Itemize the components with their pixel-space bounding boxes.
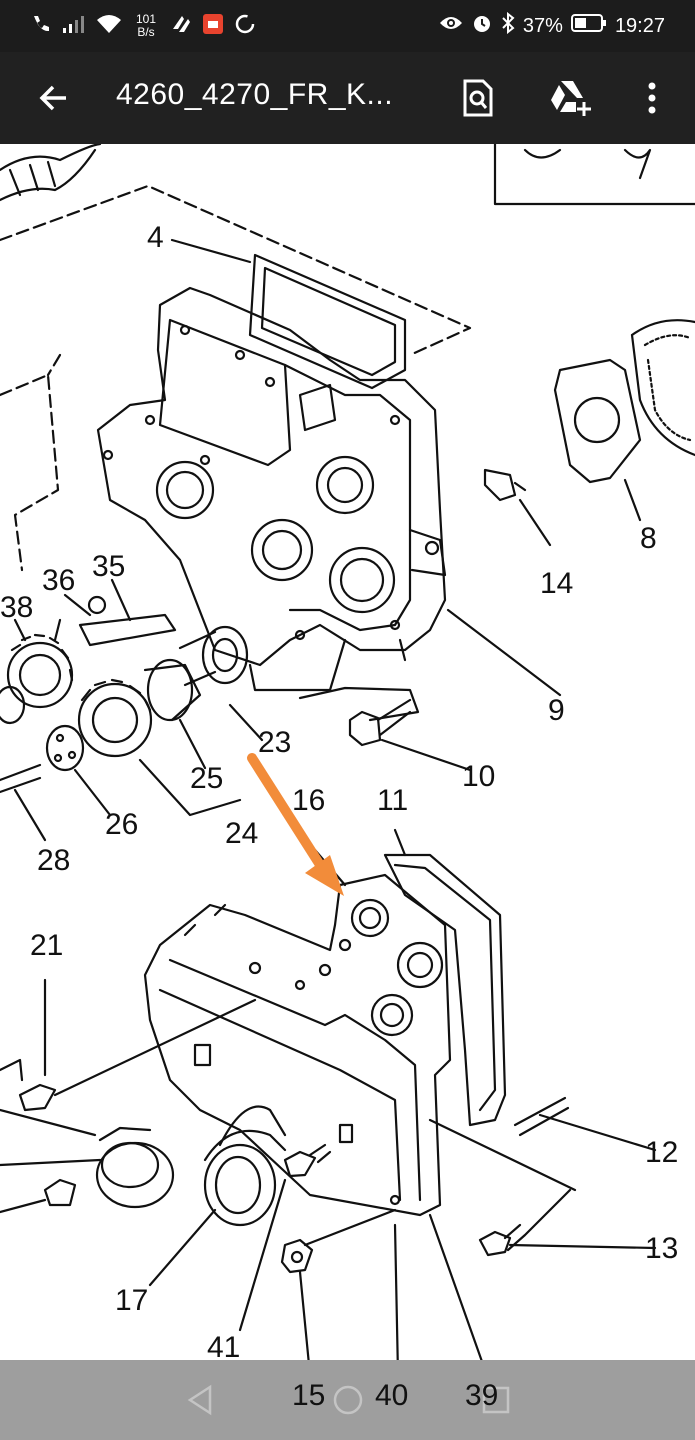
- data-saver-icon: [170, 13, 192, 40]
- callout-label: 25: [190, 762, 223, 795]
- network-speed-value: 101: [135, 12, 157, 26]
- callout-label: 12: [645, 1136, 678, 1169]
- search-document-button[interactable]: [448, 68, 508, 128]
- bluetooth-icon: [501, 11, 515, 40]
- callout-label: 9: [548, 694, 565, 727]
- callout-label: 28: [37, 844, 70, 877]
- wifi-call-icon: [30, 13, 52, 40]
- callout-label: 8: [640, 522, 657, 555]
- battery-percent: 37%: [522, 14, 563, 37]
- callout-label: 35: [92, 550, 125, 583]
- document-viewer[interactable]: 4 8 14 9 10 36 35 38 23 25 26 24 28 16 1…: [0, 144, 695, 1360]
- callout-label: 38: [0, 591, 33, 624]
- clock: 19:27: [614, 14, 665, 37]
- highlight-arrow: [247, 753, 344, 896]
- callout-label: 15: [292, 1379, 325, 1412]
- app-bar: 4260_4270_FR_K...: [0, 52, 695, 144]
- callout-label: 11: [377, 784, 408, 817]
- callout-label: 16: [292, 784, 325, 817]
- callout-label: 17: [115, 1284, 148, 1317]
- diagram-overflow-labels: 15 40 39: [292, 1379, 498, 1412]
- app-notification-icon: [202, 13, 224, 40]
- sync-icon: [234, 13, 256, 40]
- alarm-icon: [471, 12, 493, 40]
- callout-label: 13: [645, 1232, 678, 1265]
- document-title: 4260_4270_FR_K...: [116, 78, 394, 111]
- callout-label: 26: [105, 808, 138, 841]
- nav-recents-button[interactable]: [468, 1376, 524, 1424]
- callout-label: 36: [42, 564, 75, 597]
- document-search-icon: [463, 79, 493, 117]
- network-speed-unit: B/s: [137, 25, 155, 39]
- callout-label: 24: [225, 817, 258, 850]
- back-arrow-icon: [39, 85, 66, 111]
- network-speed: 101 B/s: [132, 13, 160, 39]
- eye-comfort-icon: [439, 14, 463, 38]
- signal-icon: [62, 14, 86, 39]
- callout-label: 40: [375, 1379, 408, 1412]
- add-to-drive-button[interactable]: [540, 68, 600, 128]
- callout-label: 4: [147, 221, 164, 254]
- status-left: 101 B/s: [30, 10, 256, 42]
- callout-label: 39: [465, 1379, 498, 1412]
- status-right: 37% 19:27: [439, 10, 665, 42]
- nav-back-icon: [187, 1384, 212, 1416]
- exploded-parts-diagram: 4 8 14 9 10 36 35 38 23 25 26 24 28 16 1…: [0, 144, 695, 1360]
- nav-recents-icon: [482, 1386, 510, 1414]
- nav-back-button[interactable]: [172, 1376, 228, 1424]
- more-vert-icon: [648, 82, 656, 114]
- callout-label: 23: [258, 726, 291, 759]
- nav-home-button[interactable]: [320, 1376, 376, 1424]
- status-bar: 101 B/s 37% 19:27: [0, 0, 695, 52]
- callout-label: 14: [540, 567, 573, 600]
- back-button[interactable]: [24, 68, 84, 128]
- wifi-icon: [96, 13, 122, 40]
- callout-label: 10: [462, 760, 495, 793]
- nav-home-icon: [333, 1385, 363, 1415]
- callout-label: 21: [30, 929, 63, 962]
- system-nav-bar: 15 40 39: [0, 1360, 695, 1440]
- battery-icon: [570, 13, 607, 39]
- drive-add-icon: [551, 81, 591, 116]
- more-options-button[interactable]: [622, 68, 682, 128]
- callout-label: 41: [207, 1331, 240, 1360]
